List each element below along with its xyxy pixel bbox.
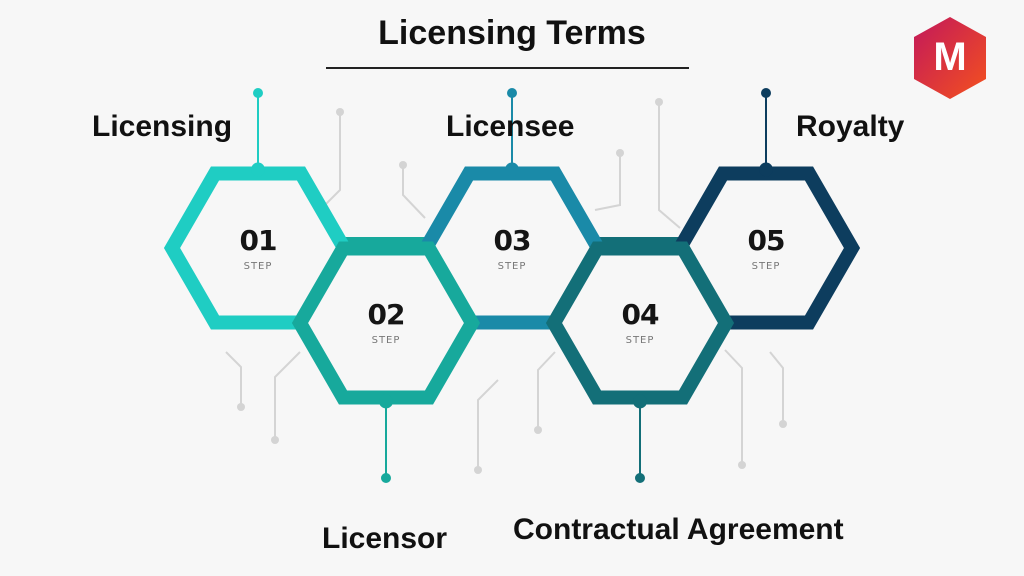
step-label: STEP [371, 335, 401, 346]
term-licensing: Licensing [92, 110, 233, 143]
title-underline [326, 67, 689, 69]
pin-dot [507, 88, 517, 98]
pin-dot [253, 88, 263, 98]
logo-letter: M [933, 35, 967, 79]
page-title: Licensing Terms [378, 14, 646, 52]
step-label: STEP [243, 261, 273, 272]
pin-dot [761, 88, 771, 98]
step-label: STEP [625, 335, 655, 346]
pin-dot [635, 473, 645, 483]
term-contractual-agreement: Contractual Agreement [513, 513, 844, 546]
term-royalty: Royalty [796, 110, 905, 143]
step-number-04: 04 [621, 298, 660, 331]
pin-anchor [759, 162, 773, 177]
step-label: STEP [497, 261, 527, 272]
pin-dot [381, 473, 391, 483]
term-licensee: Licensee [446, 110, 575, 143]
step-number-05: 05 [747, 224, 786, 257]
pin-anchor [251, 162, 265, 177]
step-number-02: 02 [367, 298, 406, 331]
logo-hexagon [914, 17, 986, 99]
pin-anchor [379, 394, 393, 409]
circuit-dots [237, 98, 787, 474]
hexagon-step-02 [291, 241, 481, 405]
pin-anchor [505, 162, 519, 177]
step-number-01: 01 [239, 224, 278, 257]
logo: M [914, 17, 986, 99]
step-number-03: 03 [493, 224, 532, 257]
pin-anchor [633, 394, 647, 409]
term-licensor: Licensor [322, 522, 448, 555]
hexagon-step-04 [545, 241, 735, 405]
circuit-lines [225, 102, 784, 470]
step-label: STEP [751, 261, 781, 272]
